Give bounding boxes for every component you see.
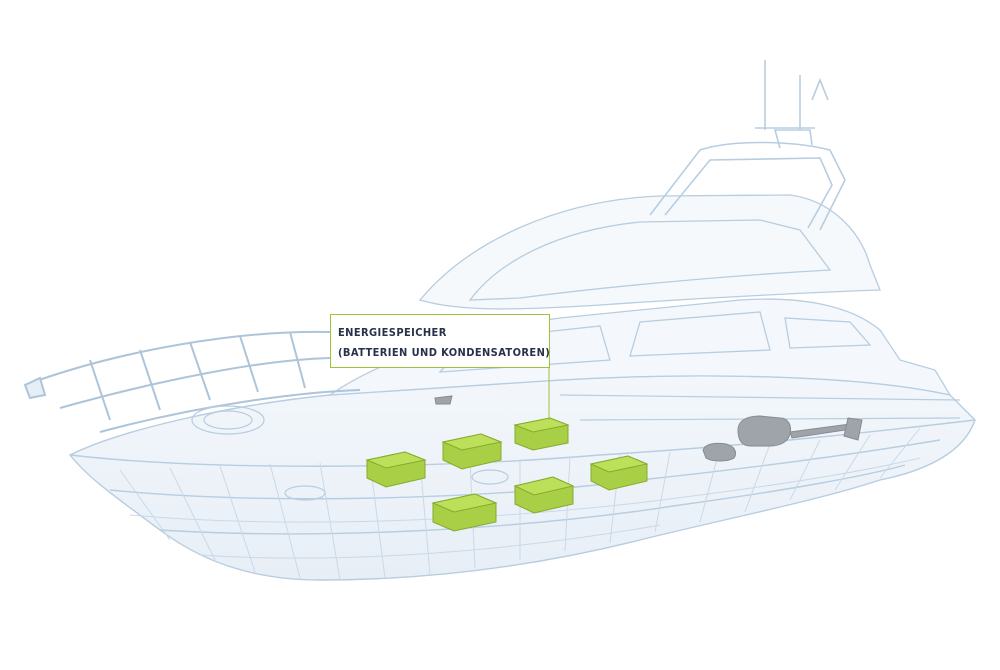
callout-title: ENERGIESPEICHER bbox=[338, 326, 447, 339]
upper-deck bbox=[418, 194, 881, 310]
battery-pack-icon bbox=[513, 417, 570, 451]
battery-pack-icon bbox=[431, 493, 498, 532]
battery-pack-icon bbox=[441, 433, 503, 470]
energy-storage-callout: ENERGIESPEICHER (BATTERIEN UND KONDENSAT… bbox=[330, 314, 550, 368]
electric-motor-icon bbox=[434, 395, 863, 462]
battery-pack-icon bbox=[365, 451, 427, 488]
bow-railing bbox=[23, 330, 361, 433]
flybridge-frame bbox=[649, 60, 846, 231]
yacht-hull bbox=[68, 375, 976, 581]
battery-pack-icon bbox=[513, 476, 575, 514]
callout-subtitle: (BATTERIEN UND KONDENSATOREN) bbox=[338, 346, 551, 359]
battery-packs bbox=[365, 417, 649, 532]
battery-pack-icon bbox=[589, 455, 649, 491]
deck-details bbox=[191, 394, 961, 501]
